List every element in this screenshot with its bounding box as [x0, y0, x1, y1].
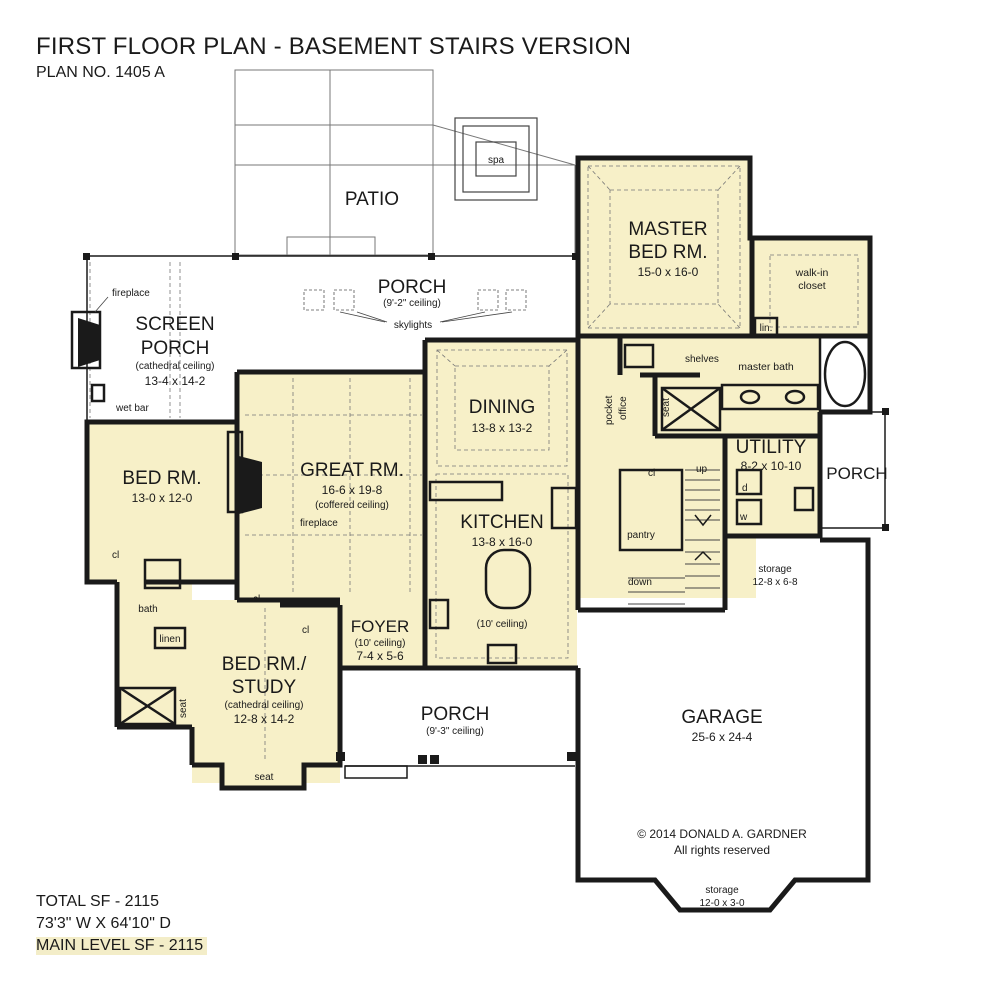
garage-label: GARAGE [681, 707, 762, 728]
fireplace-icons [78, 318, 439, 764]
storage-top-dim: 12-8 x 6-8 [752, 577, 797, 588]
master-name-1: MASTER [628, 219, 707, 240]
walkin-label-2: closet [798, 280, 826, 292]
great-room-fireplace-label: fireplace [300, 518, 338, 529]
porch-side-label: PORCH [826, 464, 887, 483]
copyright-line-1: © 2014 DONALD A. GARDNER [637, 827, 807, 841]
patio-area [234, 69, 576, 256]
master-name-2: BED RM. [628, 242, 707, 263]
utility-label: UTILITY [736, 437, 807, 458]
walkin-label-1: walk-in [795, 267, 829, 279]
patio-label: PATIO [345, 189, 399, 210]
pocket-office-label-1: pocket [604, 395, 615, 425]
porch-front-label: PORCH [421, 704, 490, 725]
study-note: (cathedral ceiling) [225, 700, 304, 711]
porch-rear-note: (9'-2" ceiling) [383, 298, 441, 309]
screen-porch-note: (cathedral ceiling) [136, 361, 215, 372]
porch-rear-label: PORCH [378, 277, 447, 298]
foyer-note: (10' ceiling) [355, 638, 406, 649]
bed-room-label: BED RM. [122, 468, 201, 489]
plan-number: PLAN NO. 1405 A [36, 64, 165, 81]
closet-a-label: cl [253, 594, 260, 605]
great-room-label: GREAT RM. [300, 460, 404, 481]
stairs [628, 469, 720, 605]
master-seat-label: seat [661, 398, 672, 417]
skylights-label: skylights [394, 320, 432, 331]
pocket-office-label-2: office [618, 396, 629, 420]
spa-label: spa [488, 155, 505, 166]
stairs-down-label: down [628, 577, 652, 588]
master-bath-label: master bath [738, 361, 794, 373]
master-bedroom: MASTER BED RM. 15-0 x 16-0 [628, 219, 707, 279]
dining-dim: 13-8 x 13-2 [472, 421, 533, 435]
great-room-note: (coffered ceiling) [315, 500, 389, 511]
copyright-line-2: All rights reserved [674, 843, 770, 857]
wet-bar-label: wet bar [115, 403, 149, 414]
porch-outlines [86, 255, 886, 779]
ceiling-lines [89, 165, 859, 760]
overall-dimensions: 73'3" W X 64'10" D [36, 915, 171, 932]
linen-master-label: lin. [760, 323, 773, 334]
bath-label: bath [138, 604, 157, 615]
garage-dim: 25-6 x 24-4 [692, 730, 753, 744]
pantry-label: pantry [627, 530, 655, 541]
screen-porch-name-1: SCREEN [135, 314, 214, 335]
stairs-up-label: up [696, 464, 708, 475]
total-sf: TOTAL SF - 2115 [36, 893, 160, 910]
linen-label: linen [159, 634, 180, 645]
plan-title: FIRST FLOOR PLAN - BASEMENT STAIRS VERSI… [36, 33, 632, 60]
great-room-dim: 16-6 x 19-8 [322, 483, 383, 497]
main-level-sf: MAIN LEVEL SF - 2115 [36, 937, 208, 955]
spa-icon [454, 117, 538, 201]
fireplace-screen-label: fireplace [112, 288, 150, 299]
kitchen-dim: 13-8 x 16-0 [472, 535, 533, 549]
porch-front-note: (9'-3" ceiling) [426, 726, 484, 737]
study-name-2: STUDY [232, 677, 297, 698]
skylights [303, 289, 527, 311]
dining-label: DINING [469, 397, 536, 418]
bed-room-closet: cl [112, 550, 119, 561]
washer-label: w [739, 512, 748, 523]
bath-seat-label: seat [178, 699, 189, 718]
bed-room-dim: 13-0 x 12-0 [132, 491, 193, 505]
kitchen-label: KITCHEN [460, 512, 543, 533]
storage-bottom-label: storage [705, 885, 739, 896]
skylight-leaders [339, 311, 513, 323]
utility-dim: 8-2 x 10-10 [741, 459, 802, 473]
master-dim: 15-0 x 16-0 [638, 265, 699, 279]
storage-bottom-dim: 12-0 x 3-0 [699, 898, 744, 909]
dryer-label: d [742, 483, 748, 494]
kitchen-closet-label: cl [648, 468, 655, 479]
study-dim: 12-8 x 14-2 [234, 712, 295, 726]
shelves-label: shelves [685, 354, 719, 365]
foyer-dim: 7-4 x 5-6 [356, 649, 404, 663]
kitchen-note: (10' ceiling) [477, 619, 528, 630]
study-name-1: BED RM./ [222, 654, 307, 675]
storage-top-label: storage [758, 564, 792, 575]
screen-porch-name-2: PORCH [141, 338, 210, 359]
study-seat-label: seat [255, 772, 274, 783]
foyer-label: FOYER [351, 617, 410, 636]
screen-porch-dim: 13-4 x 14-2 [145, 374, 206, 388]
closet-b-label: cl [302, 625, 309, 636]
